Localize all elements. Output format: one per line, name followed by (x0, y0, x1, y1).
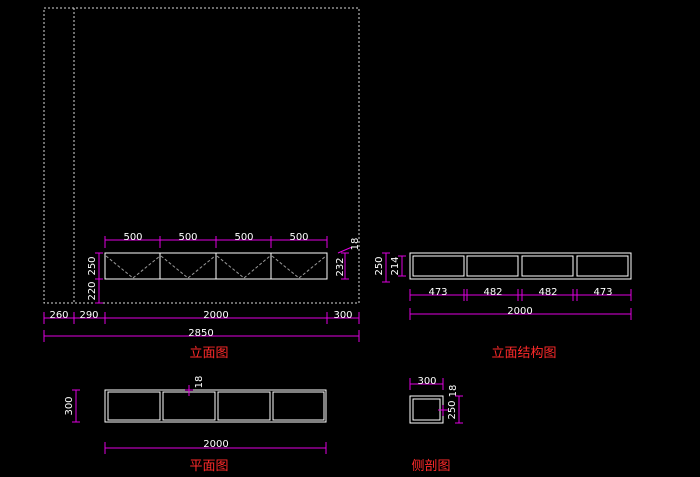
elevation-view: 500 500 500 500 250 220 232 18 260 290 2… (43, 7, 361, 361)
view-title: 平面图 (189, 459, 228, 474)
plan-depth-dimension (72, 389, 80, 423)
right-height-label: 232 (335, 257, 346, 276)
structure-total-dimension (409, 308, 632, 320)
section-inner (412, 398, 441, 421)
bay-width-label: 482 (538, 287, 557, 298)
left-height-dimension (95, 252, 103, 304)
view-title: 立面图 (189, 346, 228, 361)
total-width-label: 2850 (188, 328, 213, 339)
plan-compartment (162, 391, 216, 421)
height-label: 220 (87, 281, 98, 300)
bottom-width-label: 300 (333, 310, 352, 321)
thickness-label: 18 (350, 238, 361, 251)
thickness-label: 18 (194, 376, 205, 389)
height-label: 250 (447, 400, 458, 419)
bottom-dimension-line (43, 312, 360, 324)
bay-width-label: 473 (593, 287, 612, 298)
bottom-width-label: 260 (49, 310, 68, 321)
plan-total-dimension (104, 442, 327, 454)
wall-outline (43, 7, 360, 304)
bay-width-label: 473 (428, 287, 447, 298)
right-height-dimension (337, 246, 353, 280)
plan-compartment (272, 391, 325, 421)
height-label: 214 (390, 256, 401, 275)
section-view: 300 18 250 侧剖图 (409, 376, 463, 474)
frame-bay (466, 255, 519, 277)
top-width-label: 500 (289, 232, 308, 243)
frame-outer (409, 252, 632, 280)
frame-bay (412, 255, 465, 277)
depth-label: 300 (417, 376, 436, 387)
section-depth-dimension (409, 378, 444, 390)
thickness-label: 18 (448, 385, 459, 398)
bay-width-label: 482 (483, 287, 502, 298)
height-label: 250 (374, 256, 385, 275)
top-width-label: 500 (178, 232, 197, 243)
height-label: 250 (87, 256, 98, 275)
bottom-width-label: 290 (79, 310, 98, 321)
plan-outline (104, 389, 327, 423)
bottom-width-label: 2000 (203, 310, 228, 321)
view-title: 立面结构图 (491, 346, 556, 361)
plan-view: 300 18 2000 平面图 (64, 376, 327, 474)
plan-compartment (217, 391, 271, 421)
depth-label: 300 (64, 396, 75, 415)
plan-thickness-marker (185, 385, 193, 396)
plan-compartment (107, 391, 161, 421)
total-width-label: 2000 (507, 306, 532, 317)
section-thickness-marker (438, 405, 448, 416)
view-title: 侧剖图 (411, 459, 450, 474)
bay-dimension-line (409, 289, 632, 301)
top-width-label: 500 (123, 232, 142, 243)
frame-bay (576, 255, 629, 277)
structure-view: 250 214 473 482 482 473 2000 立面结构图 (374, 252, 632, 361)
outer-height-dimension (382, 252, 390, 283)
top-dimension-line (104, 236, 328, 248)
section-height-dimension (455, 395, 463, 424)
inner-height-dimension (398, 255, 406, 277)
total-dimension-line (43, 330, 360, 342)
frame-bay (521, 255, 574, 277)
total-width-label: 2000 (203, 439, 228, 450)
top-width-label: 500 (234, 232, 253, 243)
